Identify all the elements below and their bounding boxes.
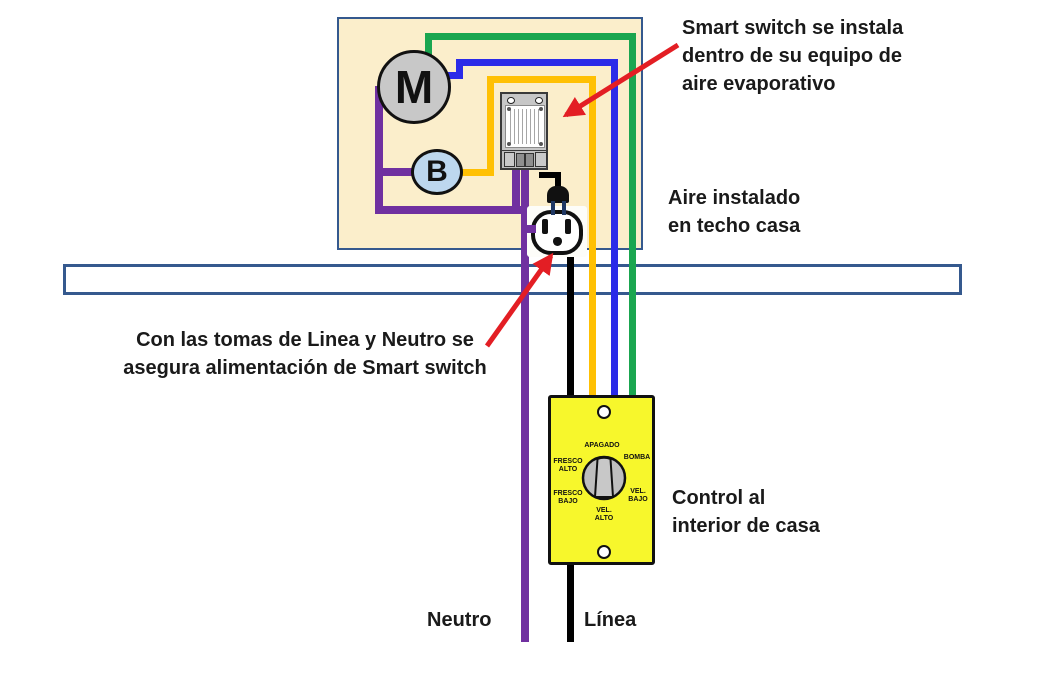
wire-purple-segment <box>521 170 529 642</box>
fine-print-texture <box>510 109 540 144</box>
switch-position-speed-high: VEL. ALTO <box>594 507 614 522</box>
rotary-knob <box>581 455 627 501</box>
wire-purple-segment <box>375 206 529 214</box>
outlet <box>531 210 583 255</box>
wire-purple-segment <box>512 170 520 210</box>
wire-green-segment <box>425 33 432 55</box>
wire-black-cord-segment <box>555 172 561 190</box>
screw-hole-icon <box>507 97 515 104</box>
motor-label: M <box>394 61 434 113</box>
outlet-slot <box>542 219 548 234</box>
terminal-block <box>504 152 515 167</box>
screw-icon <box>539 142 543 146</box>
switch-position-off: APAGADO <box>584 442 620 449</box>
label-neutral: Neutro <box>427 609 492 631</box>
wire-green-segment <box>425 33 636 40</box>
wire-blue-segment <box>447 72 463 79</box>
wire-purple-segment <box>375 168 415 176</box>
outlet-ground-hole <box>553 237 562 246</box>
note-smart-switch: Smart switch se instala dentro de su equ… <box>682 17 904 95</box>
switch-position-speed-low: VEL. BAJO <box>628 488 648 503</box>
note-power: Con las tomas de Linea y Neutro se asegu… <box>123 329 487 379</box>
label-line: Línea <box>584 609 637 631</box>
note-roof: Aire instalado en techo casa <box>668 187 801 237</box>
plate-screw-icon <box>597 405 611 419</box>
screw-icon <box>539 107 543 111</box>
wire-yellow-segment <box>487 76 494 176</box>
switch-position-cool-low: FRESCO BAJO <box>553 490 583 505</box>
terminal-block <box>525 153 534 167</box>
screw-icon <box>507 107 511 111</box>
plug-prong <box>551 201 555 215</box>
screw-hole-icon <box>535 97 543 104</box>
control-plate: APAGADO BOMBA FRESCO ALTO VEL. BAJO FRES… <box>548 395 655 565</box>
plug-icon <box>547 186 569 203</box>
wire-yellow-segment <box>589 76 596 396</box>
terminal-block <box>535 152 547 167</box>
wire-green-segment <box>629 33 636 396</box>
pump-circle: B <box>411 149 463 195</box>
ceiling-band <box>63 264 962 295</box>
wire-blue-segment <box>456 59 463 79</box>
motor-circle: M <box>377 50 451 124</box>
smart-switch-label <box>505 105 545 148</box>
wire-blue-segment <box>611 59 618 396</box>
note-control: Control al interior de casa <box>672 487 820 537</box>
smart-switch-terminal-strip <box>502 150 547 168</box>
pump-label: B <box>426 155 448 188</box>
wire-purple-segment <box>375 86 383 214</box>
wire-yellow-segment <box>487 76 596 83</box>
wire-blue-segment <box>456 59 618 66</box>
wire-yellow-segment <box>462 169 494 176</box>
terminal-block <box>516 153 525 167</box>
plate-screw-icon <box>597 545 611 559</box>
switch-position-pump: BOMBA <box>623 454 651 461</box>
outlet-slot <box>565 219 571 234</box>
screw-icon <box>507 142 511 146</box>
switch-position-cool-high: FRESCO ALTO <box>553 458 583 473</box>
wire-black-cord-segment <box>539 172 561 178</box>
wire-purple-outlet-tap <box>521 225 536 233</box>
smart-switch-device <box>500 92 548 170</box>
plug-prong <box>562 201 566 215</box>
